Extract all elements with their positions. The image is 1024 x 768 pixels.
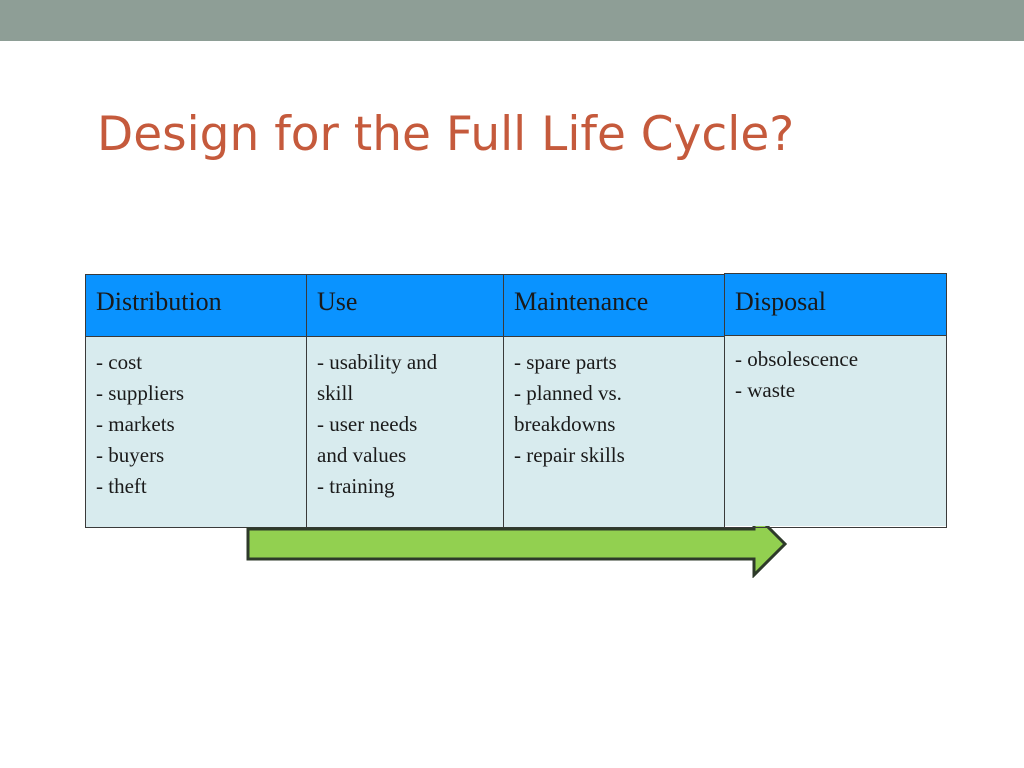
column-line: - spare parts bbox=[514, 350, 617, 374]
slide-title: Design for the Full Life Cycle? bbox=[97, 107, 795, 162]
column-line: and values bbox=[317, 443, 407, 467]
column-line: - suppliers bbox=[96, 381, 185, 405]
column-line: - theft bbox=[96, 474, 147, 498]
column-disposal: Disposal - obsolescence - waste bbox=[724, 273, 947, 528]
column-maintenance: Maintenance - spare parts - planned vs. … bbox=[503, 274, 725, 528]
column-line: - cost bbox=[96, 350, 143, 374]
column-line: - obsolescence bbox=[735, 347, 859, 371]
column-line: - training bbox=[317, 474, 395, 498]
column-body: - cost - suppliers - markets - buyers - … bbox=[86, 337, 306, 527]
column-use: Use - usability and skill - user needs a… bbox=[306, 274, 504, 528]
column-line: - usability and bbox=[317, 350, 438, 374]
column-body: - obsolescence - waste bbox=[725, 336, 946, 526]
column-header: Use bbox=[307, 275, 503, 337]
column-line: - planned vs. bbox=[514, 381, 622, 405]
column-line: - markets bbox=[96, 412, 175, 436]
lifecycle-arrow-shape bbox=[246, 510, 788, 578]
top-accent-bar bbox=[0, 0, 1024, 41]
column-line: - repair skills bbox=[514, 443, 625, 467]
column-body: - spare parts - planned vs. breakdowns -… bbox=[504, 337, 724, 527]
column-line: - buyers bbox=[96, 443, 165, 467]
column-body: - usability and skill - user needs and v… bbox=[307, 337, 503, 527]
column-line: skill bbox=[317, 381, 354, 405]
column-header: Maintenance bbox=[504, 275, 724, 337]
column-header: Disposal bbox=[725, 274, 946, 336]
column-header: Distribution bbox=[86, 275, 306, 337]
column-line: breakdowns bbox=[514, 412, 616, 436]
column-line: - user needs bbox=[317, 412, 418, 436]
lifecycle-arrow bbox=[246, 510, 788, 578]
column-line: - waste bbox=[735, 378, 796, 402]
column-distribution: Distribution - cost - suppliers - market… bbox=[85, 274, 307, 528]
